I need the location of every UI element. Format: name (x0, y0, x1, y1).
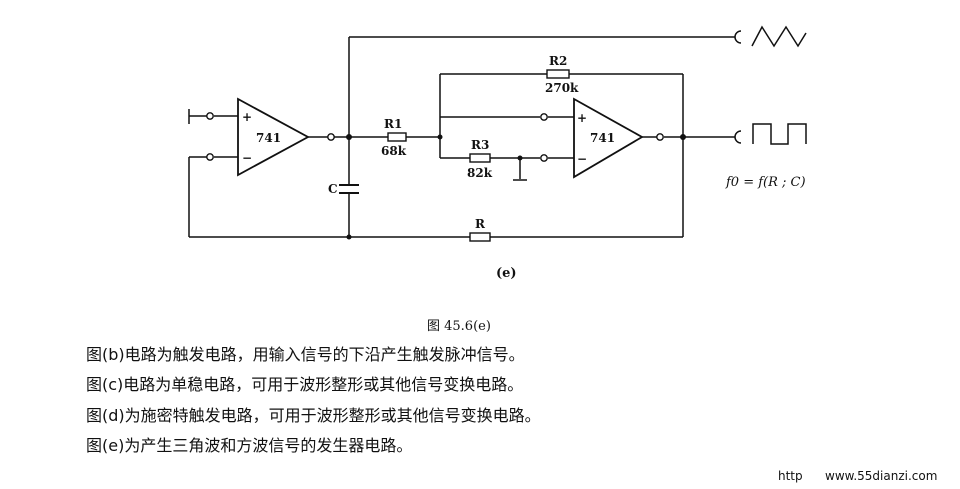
watermark-left: http (778, 469, 803, 483)
opamp-right: + − 741 (573, 97, 657, 179)
resistor-r3-value: 82k (467, 166, 493, 180)
figure-sublabel: (e) (496, 266, 517, 281)
square-wave-icon (752, 123, 807, 145)
opamp-right-plus: + (577, 111, 587, 125)
resistor-r2-value: 270k (545, 81, 579, 95)
resistor-r1-value: 68k (381, 144, 407, 158)
capacitor-c-name: C (328, 182, 338, 196)
output-terminals (734, 30, 742, 144)
opamp-right-minus: − (577, 152, 587, 166)
description-line-1: 图(b)电路为触发电路，用输入信号的下沿产生触发脉冲信号。 (86, 345, 525, 364)
resistor-r3-name: R3 (471, 138, 489, 152)
opamp-right-model: 741 (590, 131, 615, 145)
circuit-wires (188, 36, 735, 238)
resistor-r: R (469, 217, 491, 242)
resistor-r1-name: R1 (384, 117, 402, 131)
resistor-r-name: R (475, 217, 486, 231)
figure-caption: 图 45.6(e) (427, 319, 491, 334)
resistor-r2: R2 270k (545, 54, 579, 95)
terminal-circles (206, 112, 664, 162)
description-line-3: 图(d)为施密特触发电路，可用于波形整形或其他信号变换电路。 (86, 406, 541, 425)
resistor-r3: R3 82k (467, 138, 493, 180)
opamp-left-model: 741 (256, 131, 281, 145)
opamp-left-plus: + (242, 110, 252, 124)
description-line-2: 图(c)电路为单稳电路，可用于波形整形或其他信号变换电路。 (86, 375, 523, 394)
junction-dots (346, 134, 686, 240)
watermark-right: www.55dianzi.com (825, 469, 937, 483)
resistor-r2-name: R2 (549, 54, 567, 68)
opamp-left: + − 741 (237, 97, 328, 177)
description-line-4: 图(e)为产生三角波和方波信号的发生器电路。 (86, 436, 412, 455)
triangle-wave-icon (751, 25, 807, 48)
opamp-left-minus: − (242, 151, 252, 165)
frequency-formula: f0 = f(R ; C) (725, 175, 806, 190)
capacitor-c: C (328, 182, 359, 196)
resistor-r1: R1 68k (381, 117, 407, 158)
